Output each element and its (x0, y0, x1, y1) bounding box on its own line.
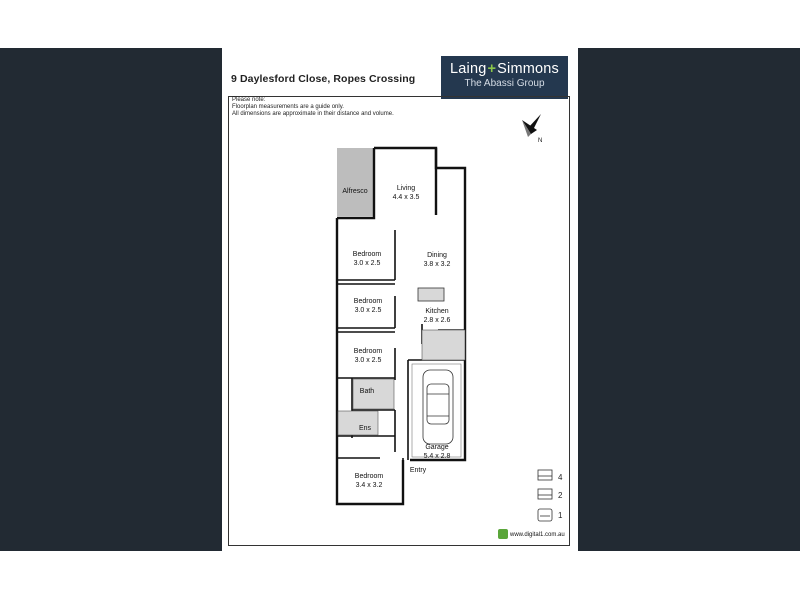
svg-text:Garage: Garage (425, 444, 448, 451)
right-backdrop (578, 48, 800, 551)
car-outline (422, 369, 454, 445)
top-margin (0, 0, 800, 48)
left-backdrop (0, 48, 222, 551)
room-label-ensuite: Ens (359, 425, 372, 432)
laundry-area (421, 329, 466, 361)
room-label-bedroom-2: Bedroom 3.0 x 2.5 (354, 298, 383, 314)
floorplan-sheet: 9 Daylesford Close, Ropes Crossing Laing… (222, 48, 578, 551)
garage-count: 1 (558, 511, 563, 520)
plan-frame (228, 96, 570, 546)
bed-icon (537, 469, 553, 481)
floorplan-drawing: N (335, 114, 553, 522)
svg-text:Entry: Entry (410, 467, 427, 474)
disclaimer-notes: Please note: Floorplan measurements are … (232, 97, 394, 118)
svg-text:3.0 x 2.5: 3.0 x 2.5 (355, 357, 382, 364)
room-label-living: Living 4.4 x 3.5 (393, 185, 420, 201)
note-line: All dimensions are approximate in their … (232, 111, 394, 117)
note-line: Please note: (232, 97, 266, 103)
alfresco-area (337, 148, 374, 216)
svg-text:Bedroom: Bedroom (355, 473, 384, 480)
svg-text:Alfresco: Alfresco (342, 188, 367, 195)
svg-text:3.0 x 2.5: 3.0 x 2.5 (355, 307, 382, 314)
room-label-kitchen: Kitchen 2.8 x 2.6 (424, 308, 451, 324)
svg-text:Bedroom: Bedroom (353, 251, 382, 258)
svg-text:Bedroom: Bedroom (354, 298, 383, 305)
svg-text:3.4 x 3.2: 3.4 x 3.2 (356, 482, 383, 489)
bedroom-count: 4 (558, 473, 563, 482)
room-label-garage: Garage 5.4 x 2.8 (424, 444, 451, 460)
ensuite-area (337, 410, 379, 436)
property-address: 9 Daylesford Close, Ropes Crossing (231, 73, 416, 85)
kitchen-island (417, 287, 445, 302)
svg-text:Bath: Bath (360, 388, 375, 395)
svg-text:Kitchen: Kitchen (425, 308, 448, 315)
compass-north-label: N (538, 138, 542, 144)
note-line: Floorplan measurements are a guide only. (232, 104, 344, 110)
bath-icon (537, 488, 553, 500)
interior-walls (337, 230, 465, 504)
svg-text:4.4 x 3.5: 4.4 x 3.5 (393, 194, 420, 201)
room-label-bath: Bath (360, 388, 375, 395)
brand-name: Laing+Simmons (450, 61, 559, 77)
room-label-entry: Entry (410, 467, 427, 474)
bathroom-count: 2 (558, 491, 563, 500)
room-label-bedroom-3: Bedroom 3.0 x 2.5 (354, 348, 383, 364)
digital1-logo-icon (498, 529, 508, 539)
svg-text:Dining: Dining (427, 252, 447, 259)
svg-text:3.0 x 2.5: 3.0 x 2.5 (354, 260, 381, 267)
brand-logo: Laing+Simmons The Abassi Group (441, 56, 568, 99)
room-label-bedroom-4: Bedroom 3.4 x 3.2 (355, 473, 384, 489)
footer-website: www.digital1.com.au (510, 532, 565, 538)
svg-text:Ens: Ens (359, 425, 372, 432)
room-label-dining: Dining 3.8 x 3.2 (424, 252, 451, 268)
compass-icon: N (522, 114, 542, 144)
svg-text:3.8 x 3.2: 3.8 x 3.2 (424, 261, 451, 268)
svg-text:Bedroom: Bedroom (354, 348, 383, 355)
room-label-alfresco: Alfresco (342, 188, 367, 195)
brand-subtitle: The Abassi Group (464, 78, 545, 89)
bath-area (352, 378, 395, 410)
svg-text:Living: Living (397, 185, 415, 192)
car-icon (537, 508, 553, 522)
bottom-margin (0, 551, 800, 600)
room-label-bedroom-1: Bedroom 3.0 x 2.5 (353, 251, 382, 267)
svg-text:5.4 x 2.8: 5.4 x 2.8 (424, 453, 451, 460)
svg-text:2.8 x 2.6: 2.8 x 2.6 (424, 317, 451, 324)
